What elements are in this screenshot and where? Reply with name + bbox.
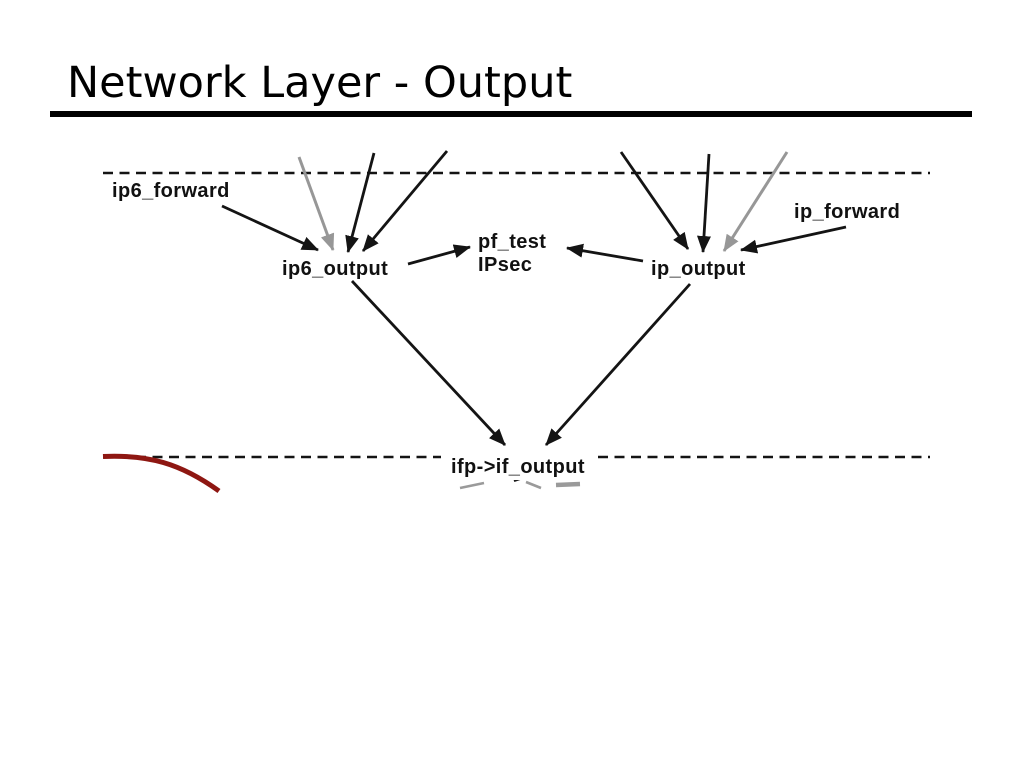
node-pf-test-block: pf_test IPsec [478, 231, 546, 277]
page-title: Network Layer - Output [67, 58, 573, 108]
node-ipsec: IPsec [478, 254, 533, 276]
node-ip-forward: ip_forward [794, 201, 901, 223]
remnant-mark-1 [459, 481, 485, 490]
remnant-mark-4 [555, 481, 581, 488]
title-underline [50, 111, 972, 117]
edge-ip6output-to-pftest [407, 244, 471, 266]
node-ip6-forward: ip6_forward [112, 180, 230, 202]
edge-ipforward-to-ipoutput [740, 225, 847, 254]
red-curve [102, 453, 221, 494]
node-ip6-output: ip6_output [282, 258, 389, 280]
edge-ipoutput-to-ifoutput [544, 283, 692, 446]
edge-top-to-ip6output-1 [345, 152, 376, 253]
edge-ip6output-to-ifoutput [350, 280, 507, 446]
edge-ipoutput-to-pftest [566, 243, 644, 263]
edge-top-to-ipoutput-1 [619, 151, 690, 250]
edge-gray-to-ip6output [297, 156, 335, 251]
node-pf-test: pf_test [478, 231, 547, 253]
node-ip-output: ip_output [651, 258, 746, 280]
edge-ip6forward-to-ip6output [221, 204, 319, 252]
node-ifp-if-output: ifp->if_output [441, 454, 595, 480]
edge-top-to-ip6output-2 [361, 150, 449, 252]
edge-top-to-ipoutput-2 [696, 153, 711, 253]
edge-gray-to-ipoutput [722, 151, 789, 252]
remnant-mark-3 [525, 480, 542, 490]
